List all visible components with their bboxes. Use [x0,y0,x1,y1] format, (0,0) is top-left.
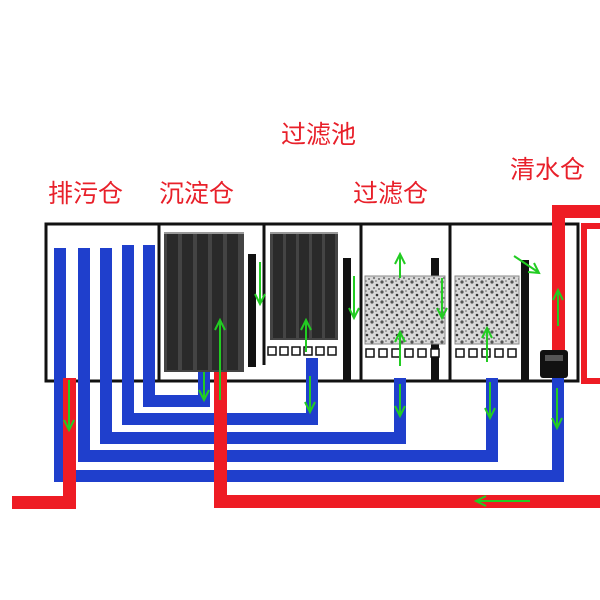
red-drain-horizontal [12,496,76,509]
red-drain-vertical [63,378,76,508]
red-return-horizontal [214,495,600,508]
label-filter-chamber: 过滤仓 [353,179,429,208]
blue-pipe-h3 [100,432,406,444]
red-clear-top [552,205,600,218]
blue-pipe-h1 [54,470,564,482]
arrow-down-riser-3 [394,384,406,419]
red-clear-riser [552,205,565,355]
red-pipes [12,205,600,509]
arrow-up-filter-2 [481,325,493,362]
baffle-2 [343,258,351,381]
arrow-up-tubes [300,317,312,352]
flow-arrows [63,251,564,507]
baffle-4 [521,260,529,381]
filter-tubes [267,232,338,356]
red-return-vertical [214,372,227,508]
blue-pipe-h2 [78,450,498,462]
clear-water-outlet [581,223,600,384]
blue-pipe-v5 [143,245,155,407]
arrow-overflow [513,255,541,275]
arrow-up-sediment [214,317,226,400]
blue-riser-4 [486,378,498,462]
blue-pipe-v4 [122,245,134,425]
arrow-down-clear [551,388,563,431]
diagram-title: 过滤池 [281,120,357,149]
arrow-down-baffle-3 [436,278,448,321]
arrow-left-return [473,495,530,507]
blue-pipe-v3 [100,248,112,444]
gravel-bed-1 [364,275,446,345]
label-drain-chamber: 排污仓 [48,179,124,208]
arrow-down-sediment [198,372,210,403]
blue-riser-2 [306,358,318,425]
sediment-tubes [164,232,244,372]
filter-media [364,275,520,358]
arrow-down-baffle-1 [254,262,266,307]
blue-pipe-h5 [143,395,210,407]
blue-pipe-v2 [78,248,90,462]
label-clear-chamber: 清水仓 [510,155,586,184]
arrow-up-filter-1-top [394,251,406,278]
baffle-1 [248,254,256,367]
arrow-up-filter-1-bottom [394,329,406,366]
arrow-down-drain [63,380,75,433]
label-sediment-chamber: 沉淀仓 [159,179,235,208]
blue-riser-5 [552,378,564,482]
arrow-up-clear [552,287,564,326]
arrow-down-riser-2 [304,376,316,415]
arrow-down-riser-4 [484,382,496,421]
pump-icon [540,350,568,378]
arrow-down-baffle-2 [348,276,360,321]
